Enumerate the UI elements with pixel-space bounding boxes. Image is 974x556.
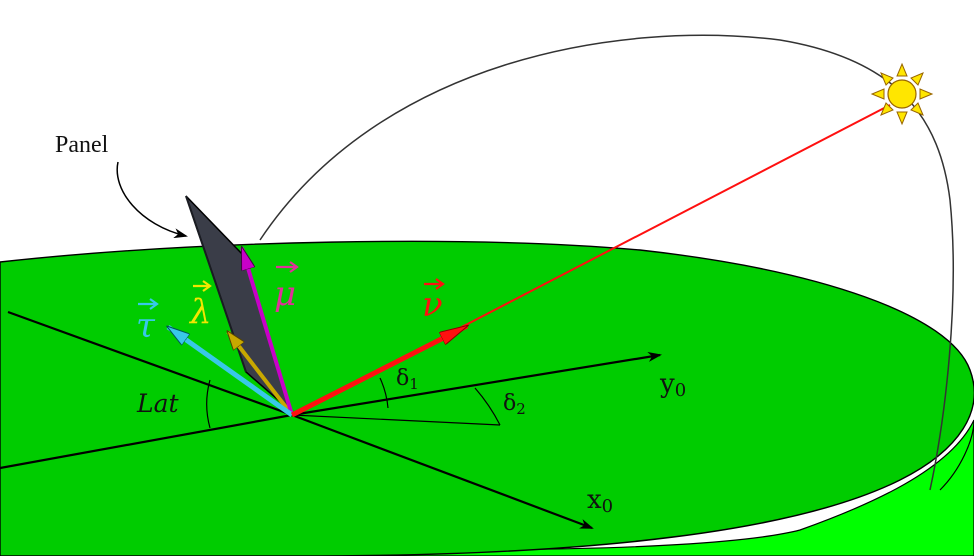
sun-icon bbox=[870, 62, 934, 126]
vector-mu-arrow bbox=[240, 248, 294, 416]
vector-tau-arrow bbox=[168, 327, 294, 418]
axis-back-lower-left bbox=[0, 413, 293, 470]
x0-axis-letter: x bbox=[587, 485, 602, 515]
delta1-symbol: δ bbox=[396, 366, 409, 391]
mu-label: μ bbox=[274, 274, 296, 314]
delta1-angle-arc bbox=[379, 377, 389, 409]
lambda-label: λ bbox=[188, 292, 212, 332]
sun-path-arc bbox=[259, 34, 954, 491]
lambda-vector-arrow-mark bbox=[193, 280, 212, 292]
lat-label: Lat bbox=[136, 389, 180, 418]
delta1-label: δ1 bbox=[396, 366, 419, 393]
x0-axis-label: x0 bbox=[587, 485, 613, 517]
delta2-subscript: 2 bbox=[516, 400, 526, 418]
panel-label: Panel bbox=[55, 132, 109, 158]
axis-line-back-left bbox=[7, 310, 293, 417]
axes bbox=[0, 310, 662, 530]
axis-x0 bbox=[291, 413, 594, 530]
delta2-symbol: δ bbox=[503, 391, 516, 416]
tau-label-group: τ bbox=[136, 298, 159, 346]
lambda-label-group: λ bbox=[188, 280, 212, 332]
mu-vector-arrow-mark bbox=[276, 261, 299, 273]
vector-nu-arrow bbox=[290, 323, 467, 418]
panel-pointer-arrow bbox=[116, 161, 188, 239]
vector-lambda-arrow bbox=[228, 332, 294, 417]
delta2-angle-arc bbox=[474, 387, 501, 426]
nu-vector-arrow-mark bbox=[424, 278, 445, 290]
axis-y0 bbox=[291, 351, 662, 417]
y0-axis-label: y0 bbox=[659, 369, 686, 401]
y0-axis-subscript: 0 bbox=[675, 380, 686, 401]
nu-label: ν bbox=[422, 285, 443, 325]
y0-axis-letter: y bbox=[659, 369, 675, 399]
horizontal-projection-line bbox=[291, 414, 501, 426]
tau-label: τ bbox=[136, 306, 156, 346]
delta1-subscript: 1 bbox=[409, 375, 419, 393]
x0-axis-subscript: 0 bbox=[602, 496, 613, 517]
nu-label-group: ν bbox=[422, 278, 445, 325]
lat-angle-arc bbox=[206, 379, 211, 429]
delta2-label: δ2 bbox=[503, 391, 526, 418]
tau-vector-arrow-mark bbox=[138, 298, 159, 310]
mu-label-group: μ bbox=[274, 261, 299, 314]
